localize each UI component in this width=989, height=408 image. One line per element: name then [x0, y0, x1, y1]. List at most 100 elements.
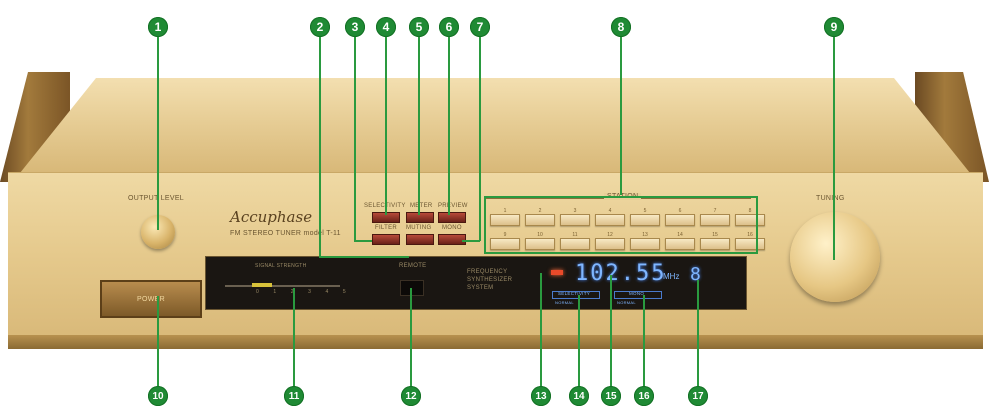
- station-number: 11: [572, 232, 578, 238]
- brand-logo: Accuphase: [230, 208, 313, 226]
- remote-sensor: [400, 280, 424, 296]
- station-button-13[interactable]: [630, 238, 660, 250]
- station-button-5[interactable]: [630, 214, 660, 226]
- frequency-readout: 102.55: [575, 261, 667, 286]
- station-preset: 4: [595, 208, 625, 226]
- signal-meter: [225, 285, 340, 287]
- callout-line-1: [157, 35, 159, 230]
- callout-7: 7: [470, 17, 490, 37]
- callout-line-6: [448, 35, 450, 215]
- callout-line-8-frame: [484, 196, 758, 254]
- power-button[interactable]: POWER: [100, 280, 202, 318]
- tuning-label: TUNING: [816, 195, 845, 202]
- station-button-1[interactable]: [490, 214, 520, 226]
- station-number: 9: [503, 232, 507, 238]
- callout-5: 5: [409, 17, 429, 37]
- station-preset: 1: [490, 208, 520, 226]
- callout-line-8: [620, 35, 622, 195]
- station-preset: 10: [525, 232, 555, 250]
- callout-15: 15: [601, 386, 621, 406]
- callout-line-12: [410, 288, 412, 388]
- station-number: 4: [608, 208, 612, 214]
- meter-button[interactable]: [406, 212, 434, 223]
- signal-meter-level: [252, 283, 272, 287]
- stereo-indicator: [551, 270, 563, 275]
- callout-line-17: [697, 280, 699, 388]
- muting-label: MUTING: [406, 225, 432, 231]
- mono-tag: [614, 291, 662, 299]
- meter-scale-mark: 3: [308, 289, 312, 295]
- callout-line-10: [157, 296, 159, 386]
- station-preset: 15: [700, 232, 730, 250]
- station-button-12[interactable]: [595, 238, 625, 250]
- station-preset: 2: [525, 208, 555, 226]
- station-number: 5: [643, 208, 647, 214]
- meter-scale-mark: 1: [273, 289, 277, 295]
- callout-line-15: [610, 275, 612, 388]
- station-number: 12: [607, 232, 613, 238]
- station-button-2[interactable]: [525, 214, 555, 226]
- callout-line-13: [540, 273, 542, 388]
- station-button-11[interactable]: [560, 238, 590, 250]
- freq-synth-line1: FREQUENCY: [467, 269, 508, 275]
- callout-line-16: [643, 295, 645, 388]
- callout-line-14: [578, 295, 580, 388]
- station-number: 10: [537, 232, 543, 238]
- normal-tag: NORMAL: [555, 300, 574, 305]
- callout-line-11: [293, 288, 295, 388]
- callout-8: 8: [611, 17, 631, 37]
- callout-line-3: [354, 35, 356, 241]
- channel-readout: 8: [690, 264, 701, 285]
- station-button-7[interactable]: [700, 214, 730, 226]
- station-button-6[interactable]: [665, 214, 695, 226]
- station-number: 2: [538, 208, 542, 214]
- station-number: 15: [712, 232, 718, 238]
- station-button-3[interactable]: [560, 214, 590, 226]
- callout-line-2b: [319, 256, 409, 258]
- station-preset: 5: [630, 208, 660, 226]
- muting-button[interactable]: [406, 234, 434, 245]
- signal-strength-label: SIGNAL STRENGTH: [255, 263, 307, 269]
- selectivity-label: SELECTIVITY: [364, 203, 406, 209]
- station-button-9[interactable]: [490, 238, 520, 250]
- mono-label: MONO: [442, 225, 462, 231]
- callout-line-5: [418, 35, 420, 215]
- remote-label: REMOTE: [399, 263, 427, 269]
- power-label: POWER: [137, 295, 165, 303]
- chassis-base: [8, 335, 983, 349]
- model-text: FM STEREO TUNER model T-11: [230, 230, 341, 237]
- callout-line-3b: [354, 240, 372, 242]
- display-window: [205, 256, 747, 310]
- filter-button[interactable]: [372, 234, 400, 245]
- filter-label: FILTER: [375, 225, 398, 231]
- callout-13: 13: [531, 386, 551, 406]
- callout-12: 12: [401, 386, 421, 406]
- station-preset: 12: [595, 232, 625, 250]
- mono-tag-text: MONO: [629, 291, 645, 296]
- station-number: 6: [678, 208, 682, 214]
- station-button-15[interactable]: [700, 238, 730, 250]
- callout-11: 11: [284, 386, 304, 406]
- station-preset: 14: [665, 232, 695, 250]
- callout-10: 10: [148, 386, 168, 406]
- station-button-10[interactable]: [525, 238, 555, 250]
- preview-button[interactable]: [438, 212, 466, 223]
- station-number: 8: [748, 208, 752, 214]
- station-button-4[interactable]: [595, 214, 625, 226]
- callout-4: 4: [376, 17, 396, 37]
- station-preset: 3: [560, 208, 590, 226]
- station-button-14[interactable]: [665, 238, 695, 250]
- mono-button[interactable]: [438, 234, 466, 245]
- meter-label: METER: [410, 203, 433, 209]
- meter-scale: 012345: [256, 289, 346, 295]
- tuning-knob[interactable]: [790, 212, 880, 302]
- meter-scale-mark: 4: [325, 289, 329, 295]
- callout-line-7: [479, 35, 481, 241]
- output-level-label: OUTPUT LEVEL: [128, 195, 184, 202]
- callout-line-2: [319, 35, 321, 257]
- callout-16: 16: [634, 386, 654, 406]
- chassis-top: [20, 78, 970, 173]
- callout-2: 2: [310, 17, 330, 37]
- frequency-unit: MHz: [663, 272, 680, 281]
